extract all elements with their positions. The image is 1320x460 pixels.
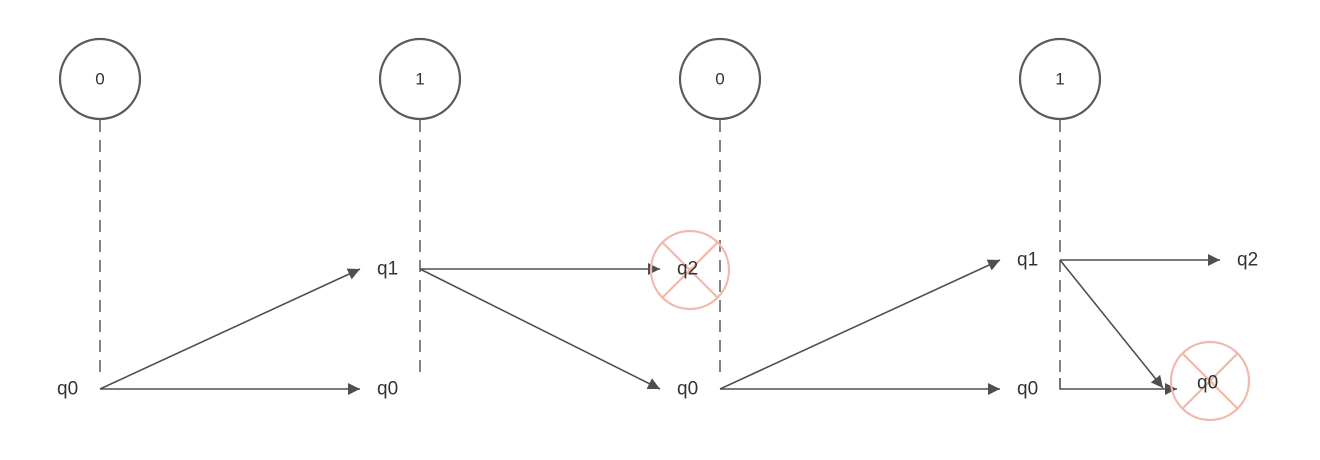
transition-arrow: [1059, 378, 1177, 395]
transition-arrows: [99, 254, 1220, 395]
transition-arrow: [1059, 259, 1164, 389]
transition-arrow: [419, 268, 661, 390]
input-column-2: 1: [378, 37, 462, 378]
input-symbol-circle: [1018, 37, 1102, 121]
input-symbol-circle: [378, 37, 462, 121]
state-label: q0: [1017, 379, 1038, 400]
rejected-x-stroke: [1181, 352, 1239, 410]
state-label: q2: [1237, 250, 1258, 271]
rejected-marker-q2: [649, 229, 731, 311]
input-symbol-label: 0: [715, 70, 724, 89]
input-column-4: 1: [1018, 37, 1102, 378]
input-symbol-label: 0: [95, 70, 104, 89]
rejected-x-icon: [649, 229, 731, 311]
transition-arrow: [719, 259, 1001, 390]
input-symbol-label: 1: [1055, 70, 1064, 89]
state-label: q1: [377, 259, 398, 280]
state-label: q0: [1197, 373, 1218, 394]
state-label: q0: [57, 379, 78, 400]
state-labels: q0 q1 q0 q2 q0 q1 q0 q2 q0: [57, 250, 1258, 400]
input-symbol-circle: [678, 37, 762, 121]
input-symbol-label: 1: [415, 70, 424, 89]
rejected-x-stroke: [661, 241, 719, 299]
rejected-x-icon: [1169, 340, 1251, 422]
transition-arrow: [99, 268, 361, 390]
state-label: q0: [677, 379, 698, 400]
state-label: q2: [677, 259, 698, 280]
rejected-marker-q0: [1169, 340, 1251, 422]
input-column-3: 0: [678, 37, 762, 378]
input-symbol-circle: [58, 37, 142, 121]
state-label: q0: [377, 379, 398, 400]
state-label: q1: [1017, 250, 1038, 271]
input-column-1: 0: [58, 37, 142, 378]
